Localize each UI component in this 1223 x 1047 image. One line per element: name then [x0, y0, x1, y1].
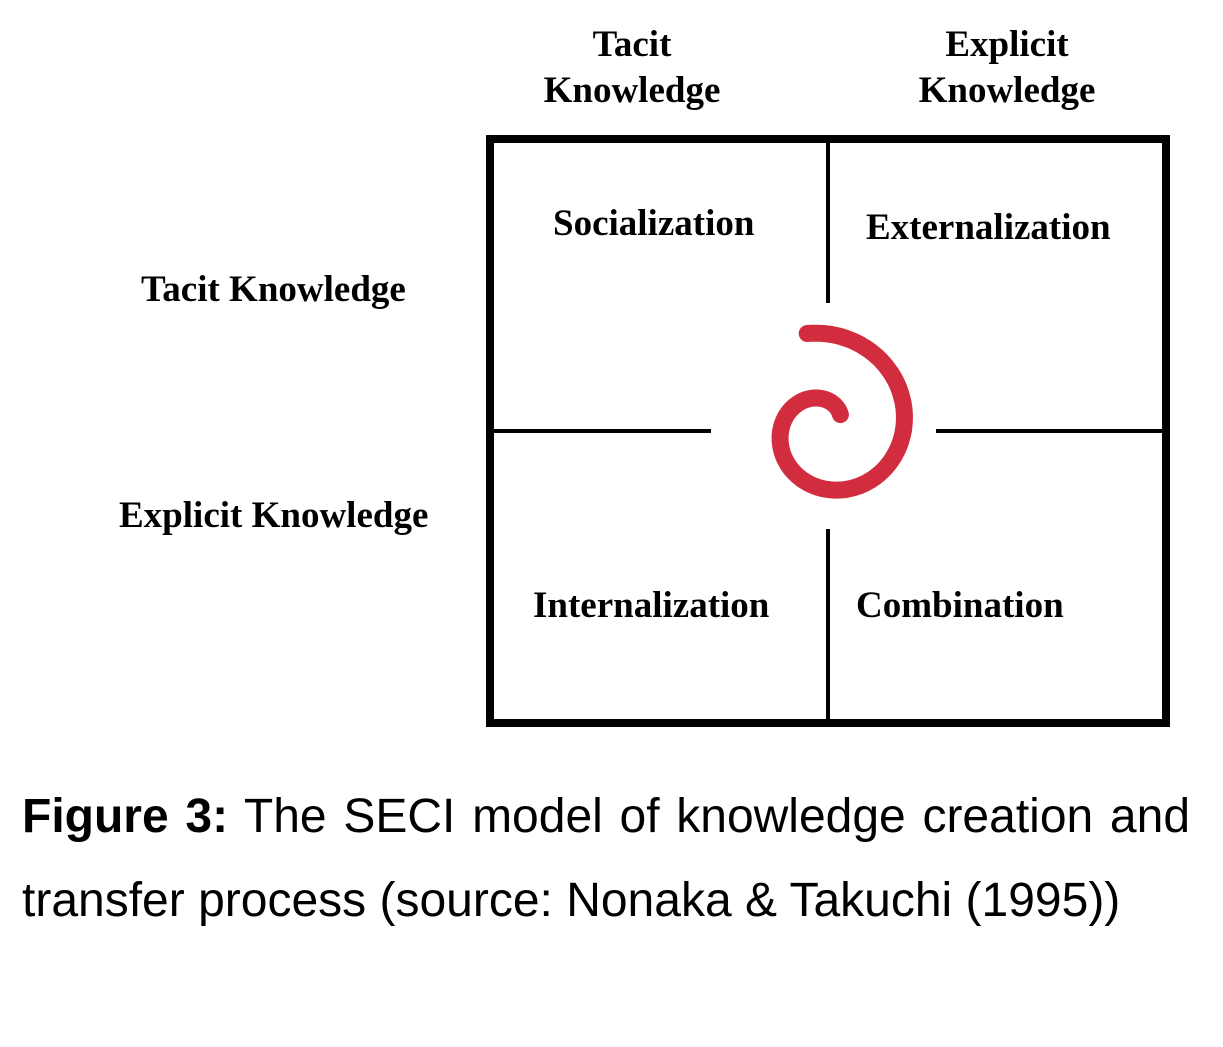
figure-caption: Figure 3: The SECI model of knowledge cr…: [22, 775, 1190, 943]
quadrant-externalization: Externalization: [866, 207, 1111, 248]
row-header-explicit: Explicit Knowledge: [119, 495, 429, 536]
column-header-tacit: Tacit Knowledge: [502, 22, 762, 114]
quadrant-internalization: Internalization: [533, 585, 770, 626]
figure-caption-text: The SECI model of knowledge creation and…: [22, 790, 1191, 927]
column-header-tacit-line1: Tacit: [592, 24, 672, 65]
quadrant-combination: Combination: [856, 585, 1064, 626]
figure-caption-label: Figure 3:: [22, 790, 229, 843]
column-header-explicit: Explicit Knowledge: [877, 22, 1137, 114]
column-header-explicit-line1: Explicit: [945, 24, 1069, 65]
column-header-explicit-line2: Knowledge: [918, 70, 1096, 111]
seci-grid: [486, 135, 1170, 727]
column-header-tacit-line2: Knowledge: [543, 70, 721, 111]
spiral-icon: [771, 324, 913, 499]
row-header-tacit: Tacit Knowledge: [141, 269, 406, 310]
quadrant-socialization: Socialization: [553, 203, 755, 244]
